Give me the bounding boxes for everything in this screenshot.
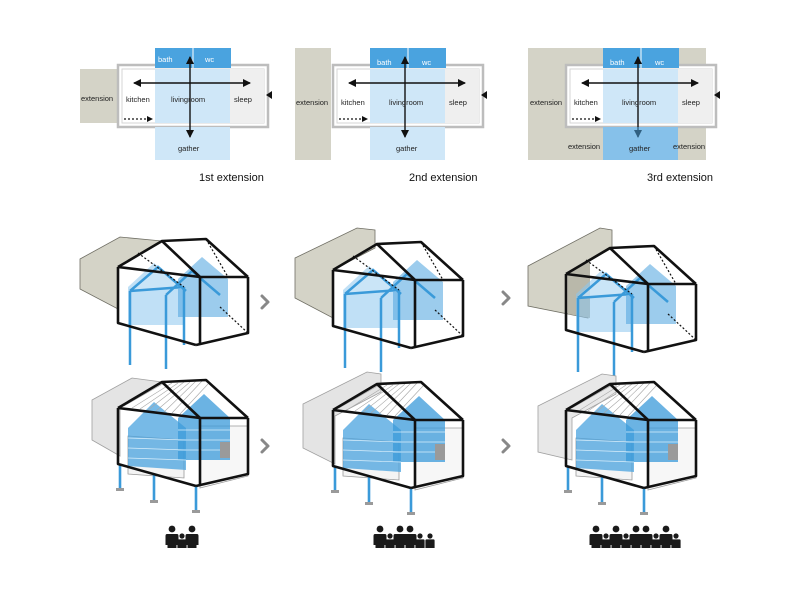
plan-1-livingroom-label: livingroom	[171, 95, 205, 104]
child-person-icon	[415, 533, 425, 548]
frame-model-3	[527, 227, 698, 378]
plan-2-livingroom-label: livingroom	[389, 98, 423, 107]
adult-person-icon	[659, 525, 673, 548]
plan-1-kitchen-label: kitchen	[126, 95, 150, 104]
plan-3-wc-label: wc	[654, 58, 664, 67]
extension-block	[80, 69, 118, 123]
plan-3-kitchen-label: kitchen	[574, 98, 598, 107]
child-person-icon	[671, 533, 681, 548]
stage-arrow-2	[501, 290, 511, 306]
plan-3-livingroom-label: livingroom	[622, 98, 656, 107]
plan-2-sleep-label: sleep	[449, 98, 467, 107]
plan-3-bath-label: bath	[610, 58, 625, 67]
plan-3-extension-right-label: extension	[673, 142, 705, 151]
plan-1-sleep-label: sleep	[234, 95, 252, 104]
plan-1-caption: 1st extension	[199, 172, 264, 184]
plan-1-gather-label: gather	[178, 144, 200, 153]
plan-2-caption: 2nd extension	[409, 172, 478, 184]
render-model-3	[537, 373, 698, 517]
adult-person-icon	[373, 525, 387, 548]
frame-model-1	[79, 236, 250, 371]
plan-2-extension-label: extension	[296, 98, 328, 107]
extension-volume	[537, 373, 617, 461]
plan-3-extension-label: extension	[530, 98, 562, 107]
plan-3-gather-label: gather	[629, 144, 651, 153]
adult-person-icon	[185, 525, 199, 548]
extension-block	[295, 48, 331, 160]
plan-2-bath-label: bath	[377, 58, 392, 67]
child-person-icon	[621, 533, 631, 548]
plan-2-gather-label: gather	[396, 144, 418, 153]
plan-1-bath-label: bath	[158, 55, 173, 64]
adult-person-icon	[403, 525, 417, 548]
plan-1-wc-label: wc	[204, 55, 214, 64]
child-person-icon	[651, 533, 661, 548]
child-person-icon	[385, 533, 395, 548]
plan-1-extension-label: extension	[81, 94, 113, 103]
plan-3-sleep-label: sleep	[682, 98, 700, 107]
plan-2-kitchen-label: kitchen	[341, 98, 365, 107]
plan-2-wc-label: wc	[421, 58, 431, 67]
frame-model-2	[294, 227, 465, 374]
adult-person-icon	[609, 525, 623, 548]
stage-arrow-1	[260, 294, 270, 310]
plan-1: extension kitchen livingroom sleep bath …	[80, 48, 272, 184]
child-person-icon	[425, 533, 435, 548]
family-icon-group-1	[165, 525, 199, 548]
adult-person-icon	[639, 525, 653, 548]
render-model-2	[302, 371, 465, 517]
plan-3-extension-left-label: extension	[568, 142, 600, 151]
plan-3-caption: 3rd extension	[647, 172, 713, 184]
stage-arrow-3	[260, 438, 270, 454]
family-icon-group-3	[589, 525, 681, 548]
adult-person-icon	[165, 525, 179, 548]
family-icon-group-2	[373, 525, 435, 548]
adult-person-icon	[589, 525, 603, 548]
child-person-icon	[177, 533, 187, 548]
plan-2: extension kitchen livingroom sleep bath …	[295, 48, 487, 184]
render-model-1	[91, 377, 250, 515]
child-person-icon	[601, 533, 611, 548]
plan-3: extension kitchen livingroom sleep bath …	[528, 48, 720, 184]
stage-arrow-4	[501, 438, 511, 454]
